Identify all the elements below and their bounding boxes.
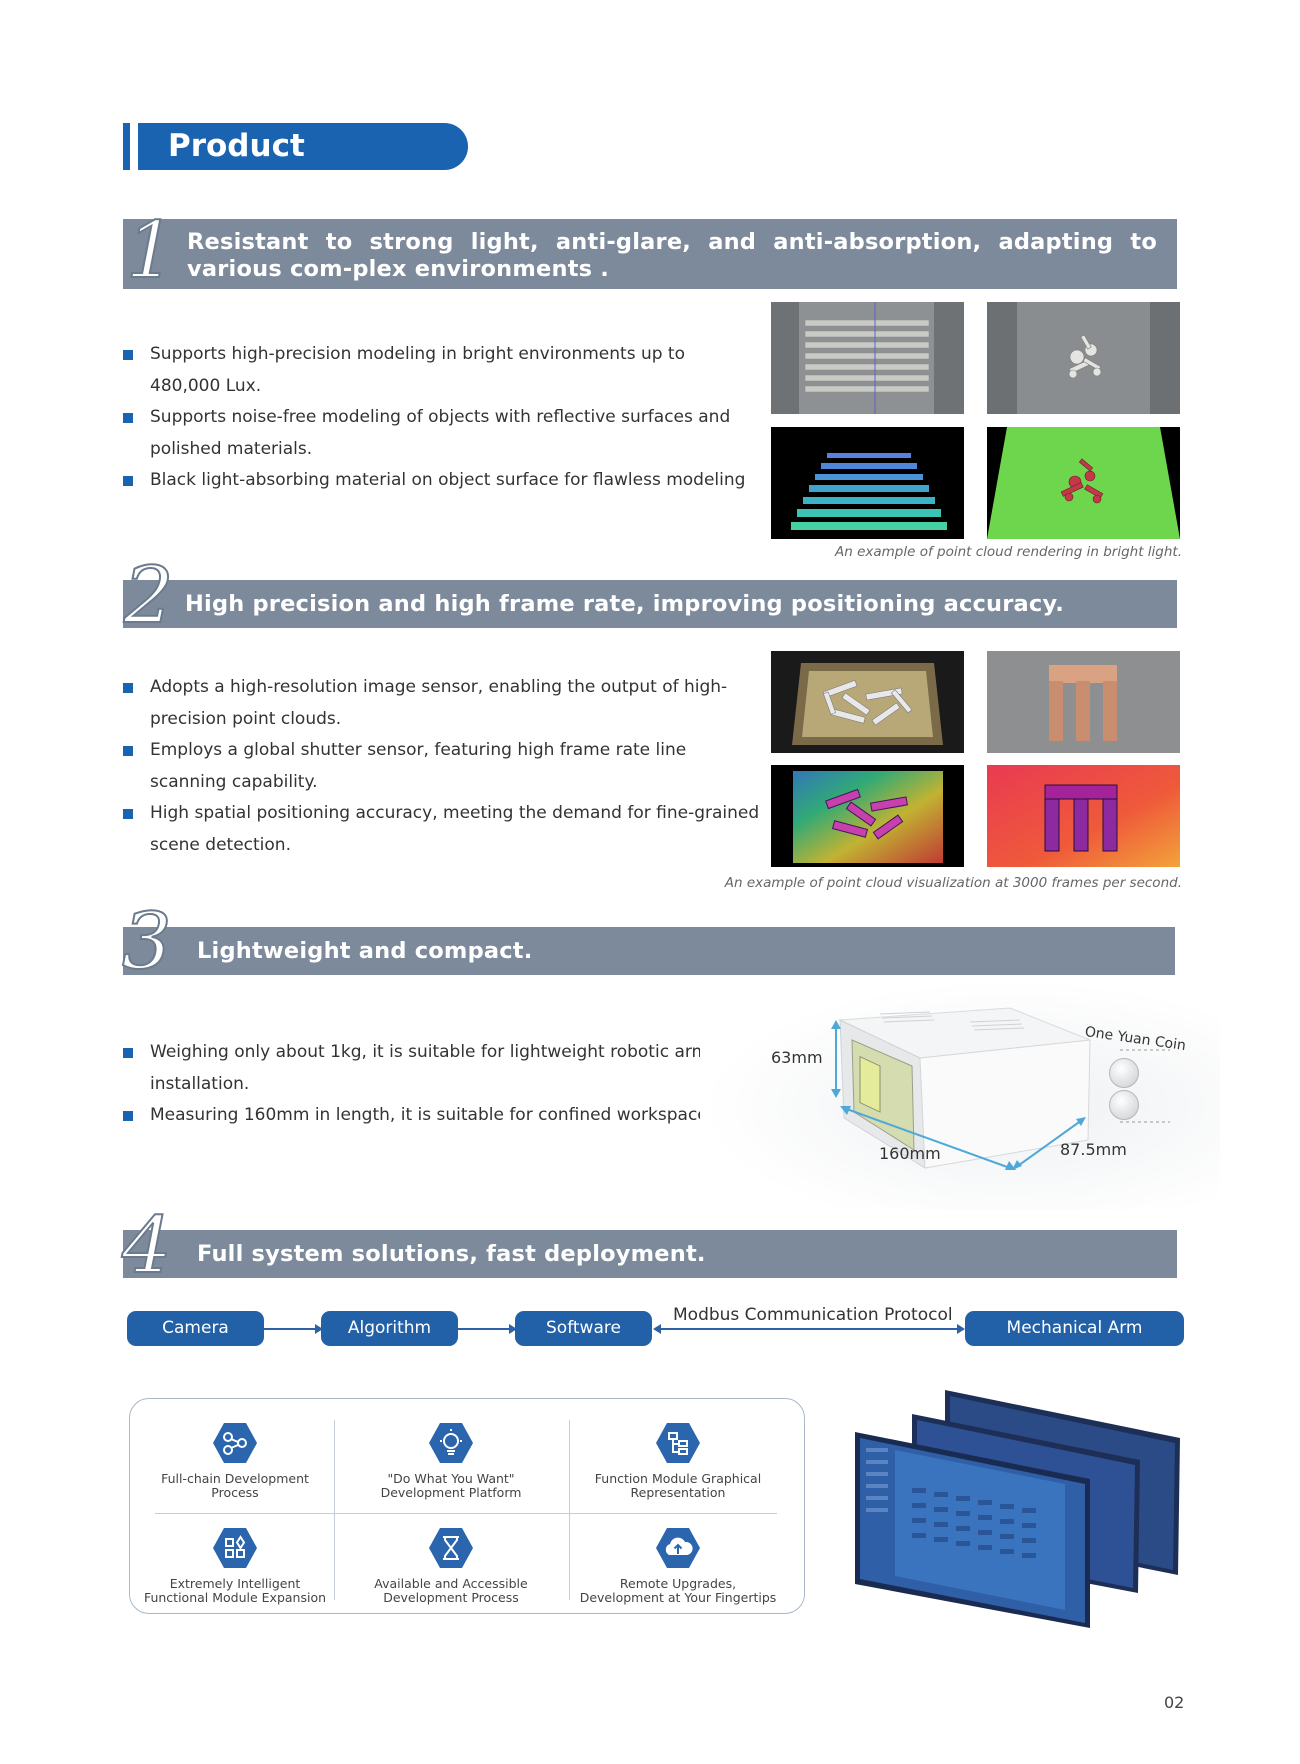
section-2-number: 2 xyxy=(123,551,175,641)
section-3-bullet: Measuring 160mm in length, it is suitabl… xyxy=(123,1100,723,1132)
flowchart-icon xyxy=(656,1423,700,1463)
section-1-header: Resistant to strong light, anti-glare, a… xyxy=(123,219,1177,289)
point-cloud-render-parts xyxy=(987,427,1180,539)
section-1-title: Resistant to strong light, anti-glare, a… xyxy=(187,229,1157,282)
feature-accessible: Available and Accessible Development Pro… xyxy=(341,1527,561,1605)
pipeline-mechanical-arm: Mechanical Arm xyxy=(965,1311,1184,1346)
feature-label: Available and Accessible xyxy=(374,1576,528,1591)
feature-label: Extremely Intelligent xyxy=(169,1576,301,1591)
section-3-header: Lightweight and compact. xyxy=(123,927,1175,975)
feature-do-what-you-want: "Do What You Want" Development Platform xyxy=(341,1422,561,1500)
section-3-title: Lightweight and compact. xyxy=(197,938,533,964)
section-1-bullet: Supports noise-free modeling of objects … xyxy=(123,402,753,465)
feature-label: Representation xyxy=(630,1485,726,1500)
camera-device-illustration xyxy=(838,1007,1091,1169)
feature-label: Development Platform xyxy=(380,1485,522,1500)
share-nodes-icon xyxy=(213,1423,257,1463)
pipeline-algorithm: Algorithm xyxy=(321,1311,458,1346)
point-cloud-visual-block xyxy=(987,765,1180,867)
bright-light-photo-parts xyxy=(987,302,1180,414)
grid-divider xyxy=(155,1513,777,1514)
section-2-bullet: Adopts a high-resolution image sensor, e… xyxy=(123,672,763,735)
feature-label: Development Process xyxy=(383,1590,519,1605)
high-precision-photo-block xyxy=(987,651,1180,753)
section-2-bullet: Employs a global shutter sensor, featuri… xyxy=(123,735,763,798)
dimension-height: 63mm xyxy=(771,1048,823,1067)
feature-label: Functional Module Expansion xyxy=(143,1590,327,1605)
title-accent-bar xyxy=(123,123,130,170)
pipeline-software: Software xyxy=(515,1311,652,1346)
coin-icon xyxy=(1109,1058,1139,1088)
section-2-title: High precision and high frame rate, impr… xyxy=(185,591,1065,617)
pipeline-arrow-bidirectional xyxy=(653,1324,965,1334)
grid-divider xyxy=(334,1420,335,1600)
section-1-bullet: Supports high-precision modeling in brig… xyxy=(123,339,753,402)
lightbulb-icon xyxy=(429,1423,473,1463)
section-1-bullet: Black light-absorbing material on object… xyxy=(123,465,753,497)
pipeline-arrow xyxy=(264,1324,323,1334)
bright-light-photo-rods xyxy=(771,302,964,414)
section-3-bullet: Weighing only about 1kg, it is suitable … xyxy=(123,1037,723,1100)
section-1-number: 1 xyxy=(125,206,177,296)
cloud-upload-icon xyxy=(656,1528,700,1568)
page-title: Product Features xyxy=(138,123,468,211)
modules-icon xyxy=(213,1528,257,1568)
feature-intelligent-expansion: Extremely Intelligent Functional Module … xyxy=(125,1527,345,1605)
section-4-title: Full system solutions, fast deployment. xyxy=(197,1241,706,1267)
pipeline-arrow xyxy=(458,1324,517,1334)
feature-full-chain: Full-chain Development Process xyxy=(125,1422,345,1500)
software-screens-illustration xyxy=(855,1390,1180,1628)
section-2-bullets: Adopts a high-resolution image sensor, e… xyxy=(123,672,763,861)
feature-label: Remote Upgrades, xyxy=(619,1576,737,1591)
dimension-length: 160mm xyxy=(879,1144,941,1163)
point-cloud-render-rods xyxy=(771,427,964,539)
dimension-depth: 87.5mm xyxy=(1060,1140,1127,1159)
section-4-number: 4 xyxy=(121,1201,173,1291)
section-2-bullet: High spatial positioning accuracy, meeti… xyxy=(123,798,763,861)
feature-label: Development at Your Fingertips xyxy=(579,1590,777,1605)
point-cloud-visual-bin xyxy=(771,765,964,867)
pipeline-camera: Camera xyxy=(127,1311,264,1346)
feature-grid xyxy=(129,1398,805,1614)
dimension-lines xyxy=(831,1020,1170,1170)
section-2-caption: An example of point cloud visualization … xyxy=(724,875,1182,891)
feature-label: "Do What You Want" xyxy=(387,1471,515,1486)
feature-remote-upgrades: Remote Upgrades, Development at Your Fin… xyxy=(568,1527,788,1605)
hourglass-icon xyxy=(429,1528,473,1568)
feature-label: Function Module Graphical xyxy=(594,1471,762,1486)
feature-graphical: Function Module Graphical Representation xyxy=(568,1422,788,1500)
high-precision-photo-bin xyxy=(771,651,964,753)
feature-label: Full-chain Development xyxy=(161,1471,309,1486)
page-number: 02 xyxy=(1164,1693,1185,1712)
coin-icon xyxy=(1109,1090,1139,1120)
section-3-bullets: Weighing only about 1kg, it is suitable … xyxy=(123,1037,723,1132)
section-1-caption: An example of point cloud rendering in b… xyxy=(835,544,1182,560)
section-3-number: 3 xyxy=(121,897,173,987)
section-4-header: Full system solutions, fast deployment. xyxy=(123,1230,1177,1278)
section-1-bullets: Supports high-precision modeling in brig… xyxy=(123,339,753,497)
feature-label: Process xyxy=(211,1485,259,1500)
grid-divider xyxy=(569,1420,570,1600)
protocol-label: Modbus Communication Protocol xyxy=(673,1305,953,1325)
section-2-header: High precision and high frame rate, impr… xyxy=(123,580,1177,628)
